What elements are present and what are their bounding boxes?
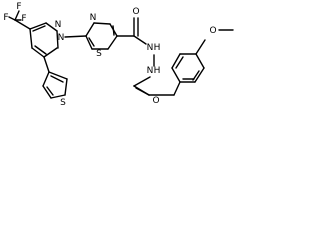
atom-f-left: F xyxy=(3,13,8,23)
pyrazole-ring xyxy=(29,22,59,58)
carbonyl-1 xyxy=(116,17,139,37)
atom-f-top: F xyxy=(16,2,21,12)
atom-o-amide-2: O xyxy=(152,96,159,106)
atom-o-ether: O xyxy=(209,26,216,36)
pyrazole-thiazole-bond xyxy=(64,35,87,38)
carbonyl-2 xyxy=(133,85,150,96)
atom-h-hydrazide-2: H xyxy=(154,66,161,76)
atom-s-thiazole: S xyxy=(96,49,102,59)
atom-o-amide-1: O xyxy=(132,7,139,17)
atom-n-pyrazole-1: N xyxy=(58,33,65,43)
thiazole-ring xyxy=(85,22,118,50)
atom-n-hydrazide-2: N xyxy=(147,66,154,76)
atom-n-thiazole: N xyxy=(90,13,97,23)
atom-s-thiophene: S xyxy=(60,98,66,108)
atom-n-hydrazide-1: N xyxy=(147,43,154,53)
benzene-ring xyxy=(148,53,205,96)
hydrazide-chain xyxy=(133,35,155,87)
atom-h-hydrazide-1: H xyxy=(154,43,161,53)
atom-n-pyrazole-2: N xyxy=(55,20,62,30)
molecule-structure: F F F N N S N O N H N H O O S xyxy=(3,2,234,108)
atom-f-right: F xyxy=(21,14,26,24)
methoxy-group xyxy=(195,29,234,55)
trifluoromethyl-group xyxy=(8,10,31,30)
thiophene-ring xyxy=(42,56,68,99)
